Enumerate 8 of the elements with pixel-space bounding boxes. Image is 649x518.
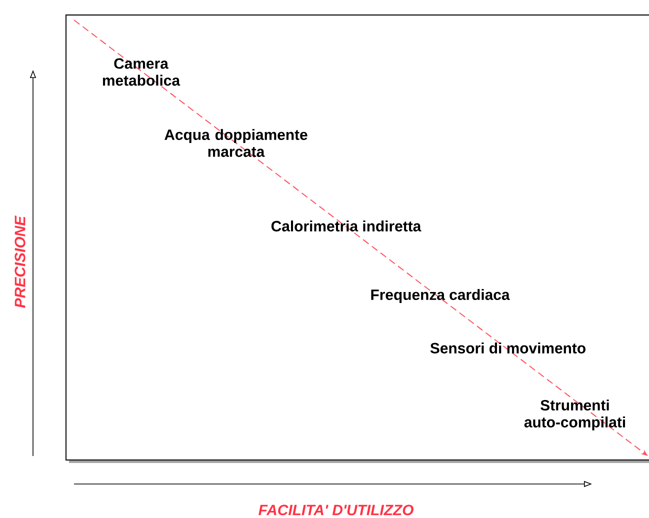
method-label: Calorimetria indiretta: [271, 220, 422, 232]
axis-title: FACILITA' D'UTILIZZO: [258, 504, 414, 516]
method-label: Camera metabolica: [102, 58, 180, 86]
method-label: Strumenti auto-compilati: [524, 400, 626, 430]
method-label: Sensori di movimento: [430, 342, 586, 354]
axis-title: PRECISIONE: [14, 216, 26, 308]
method-label: Frequenza cardiaca: [371, 289, 510, 303]
method-label: Acqua doppiamente marcata: [164, 129, 308, 157]
